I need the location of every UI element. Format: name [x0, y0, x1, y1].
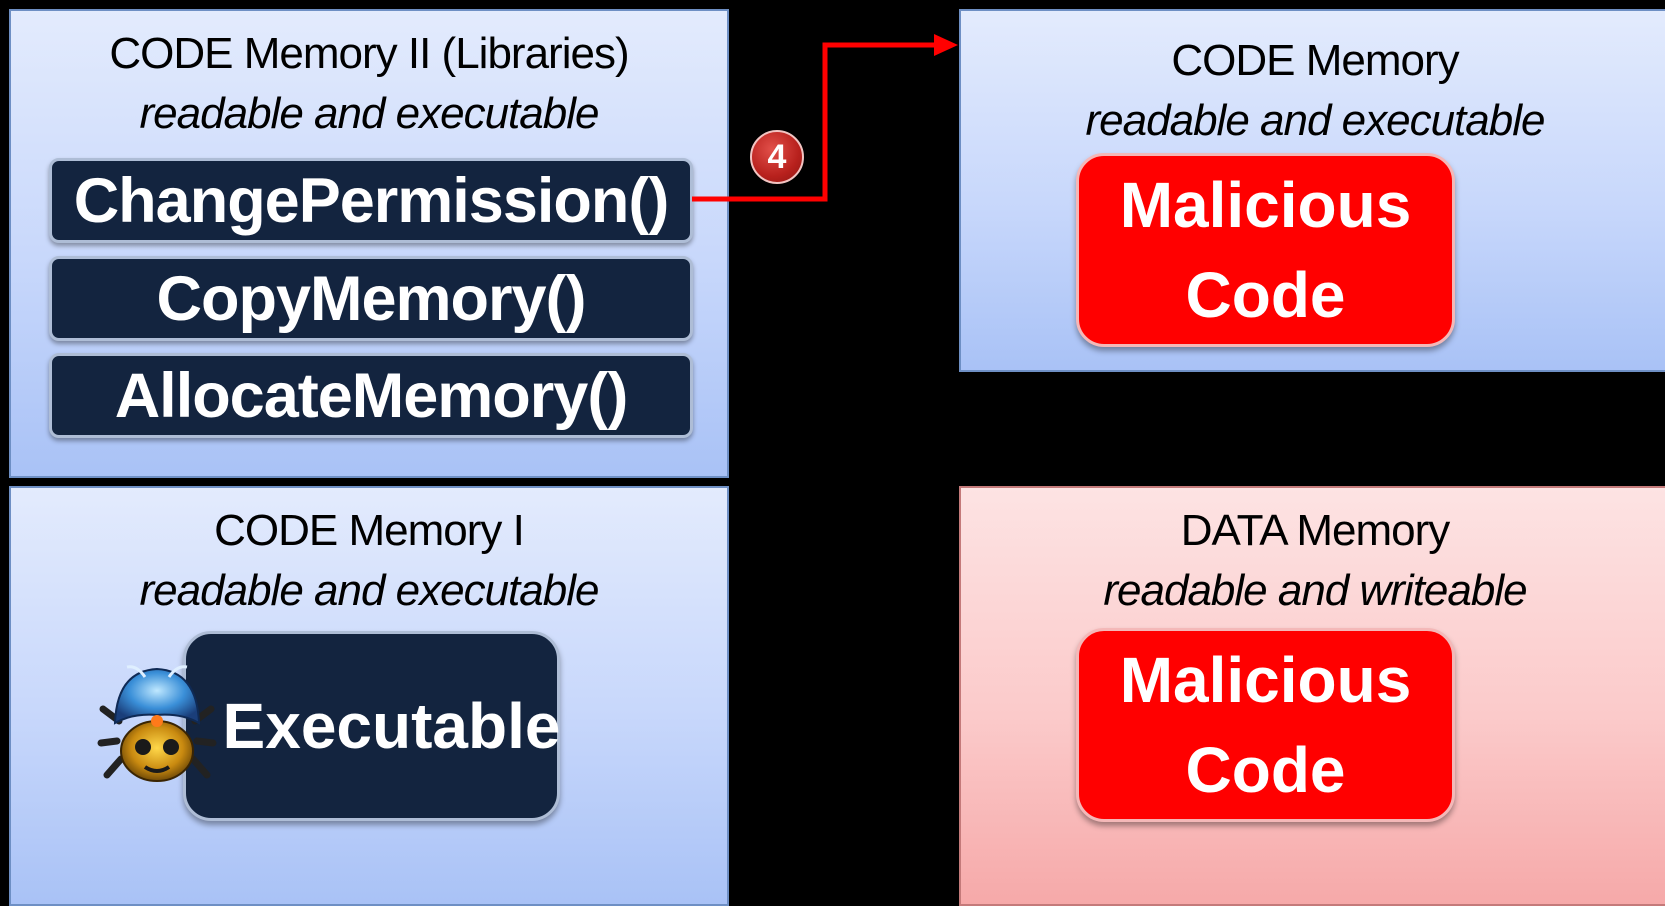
executable-label: Executable: [222, 690, 561, 762]
malicious-code-line1: Malicious: [1119, 169, 1412, 241]
data-memory-region: DATA Memory readable and writeable Malic…: [959, 486, 1665, 906]
change-permission-function: ChangePermission(): [49, 158, 693, 243]
malicious-code-line1: Malicious: [1119, 644, 1412, 716]
allocate-memory-function: AllocateMemory(): [49, 353, 693, 438]
region-subtitle: readable and executable: [1085, 96, 1546, 145]
code-memory-one-region: CODE Memory I readable and executable Ex…: [9, 486, 729, 906]
malicious-code-line2: Code: [1185, 734, 1346, 806]
malicious-code-box: Malicious Code: [1076, 628, 1455, 822]
executable-box: Executable: [183, 631, 560, 821]
code-memory-target-region: CODE Memory readable and executable Mali…: [959, 9, 1665, 372]
region-title: DATA Memory: [1180, 506, 1451, 555]
region-subtitle: readable and executable: [139, 89, 600, 138]
region-title: CODE Memory: [1171, 36, 1459, 85]
region-subtitle: readable and writeable: [1103, 566, 1527, 615]
code-memory-libraries-region: CODE Memory II (Libraries) readable and …: [9, 9, 729, 478]
malicious-code-line2: Code: [1185, 259, 1346, 331]
region-title: CODE Memory I: [214, 506, 525, 555]
region-subtitle: readable and executable: [139, 566, 600, 615]
malware-bug-icon: [97, 665, 217, 782]
step-number-badge: 4: [750, 130, 804, 184]
region-title: CODE Memory II (Libraries): [109, 29, 629, 78]
malicious-code-box: Malicious Code: [1076, 153, 1455, 347]
copy-memory-function: CopyMemory(): [49, 256, 693, 341]
